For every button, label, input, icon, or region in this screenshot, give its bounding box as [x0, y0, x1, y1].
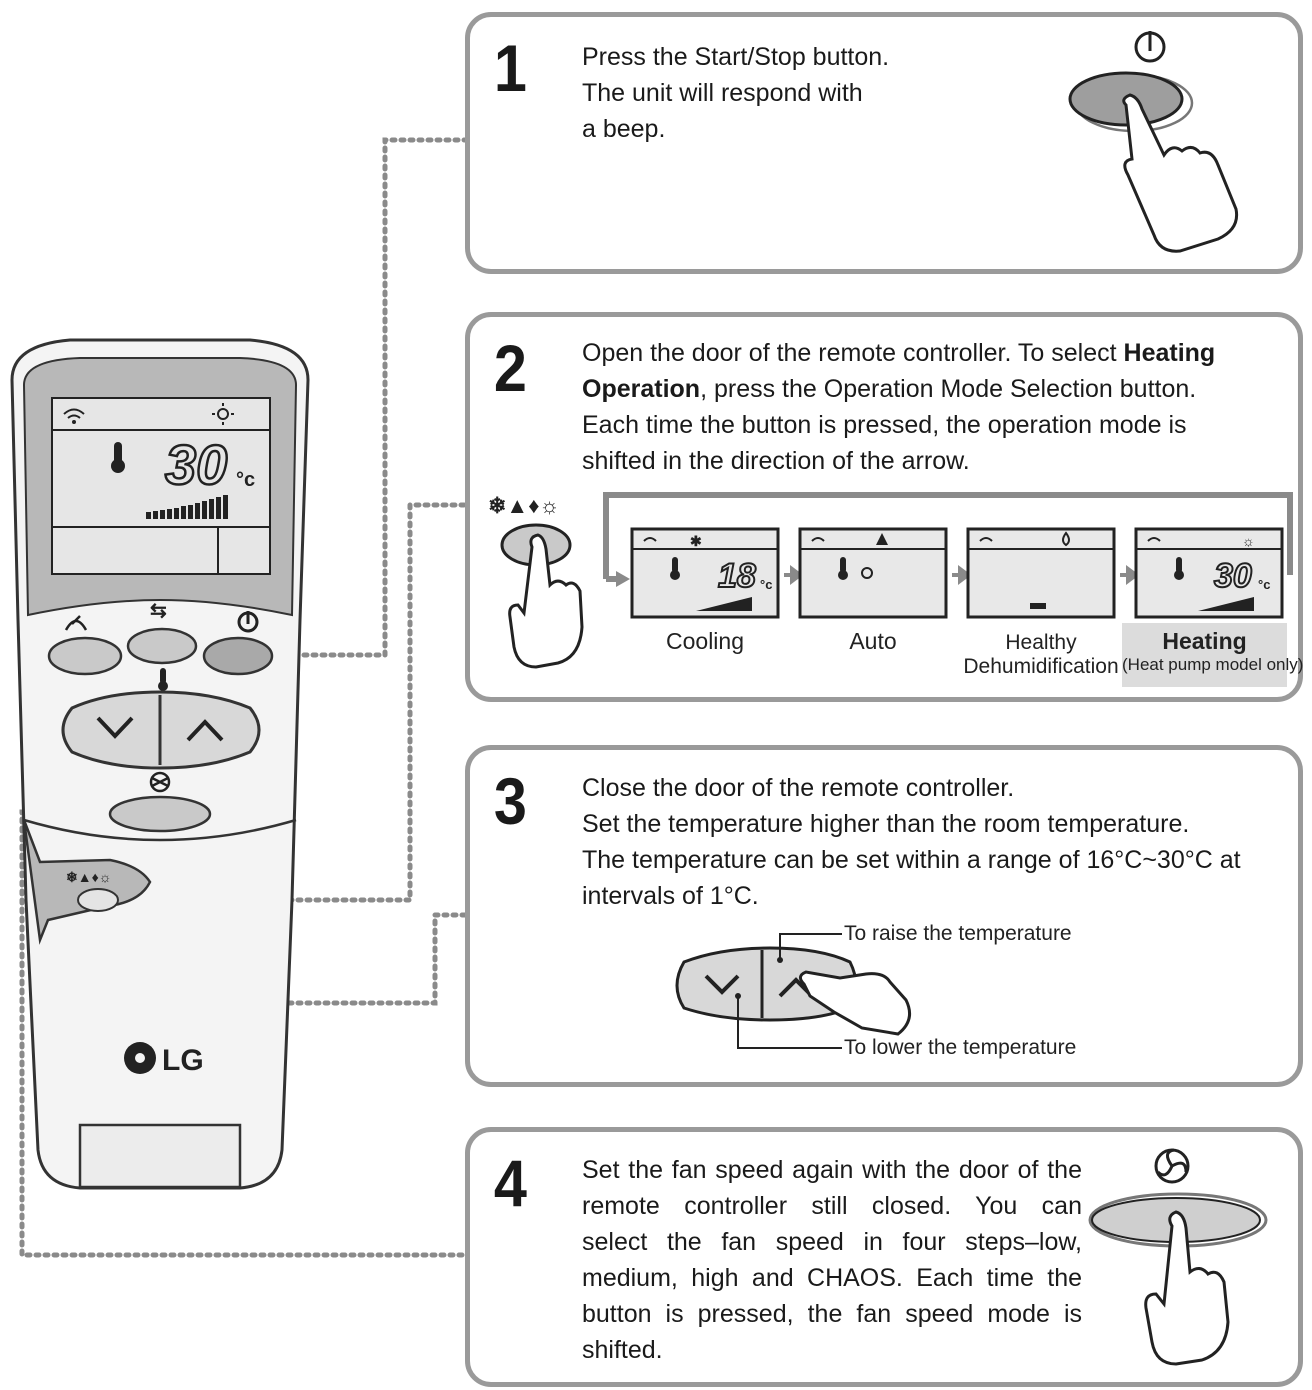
remote-top-buttons: [47, 627, 274, 676]
step-2-panel: 2 Open the door of the remote controller…: [465, 312, 1303, 702]
step-4-panel: 4 Set the fan speed again with the door …: [465, 1127, 1303, 1387]
fan-button-illustration: [1088, 1148, 1268, 1366]
raise-temperature-label: To raise the temperature: [844, 922, 1072, 945]
temp-down-arrow: [96, 716, 134, 739]
lower-temperature-label: To lower the temperature: [844, 1036, 1077, 1059]
mode-label-cooling: Cooling: [666, 628, 744, 654]
heating-highlight: [1122, 623, 1287, 687]
pressing-finger-icon: [1144, 1210, 1230, 1366]
mode-label-auto: Auto: [849, 628, 897, 654]
step-4-number: 4: [493, 1146, 527, 1220]
step-1-number: 1: [493, 31, 527, 105]
jet-icon: ⇆: [150, 600, 167, 622]
thermometer-small-icon: [158, 668, 168, 691]
display-unit: °c: [236, 469, 255, 491]
lcd-cooling: ✱ 18 °c: [630, 527, 780, 619]
fan-level-bars: [146, 495, 228, 519]
cooling-temp: 18: [718, 557, 756, 595]
auto-icon: [876, 533, 888, 545]
temp-down-arrow: [704, 974, 740, 995]
mode-label-heating: Heating (Heat pump model only): [1122, 628, 1304, 674]
snowflake-icon: ✱: [690, 533, 702, 549]
mode-button: [77, 888, 119, 912]
step-4-text: Set the fan speed again with the door of…: [582, 1156, 1082, 1364]
swing-button: [47, 636, 123, 676]
display-temperature: 30: [165, 433, 227, 496]
lg-logo: LG: [124, 1042, 204, 1077]
lcd-heating: ☼ 30 °c: [1134, 527, 1284, 619]
step-1-text: Press the Start/Stop button. The unit wi…: [582, 43, 890, 143]
temperature-buttons-illustration: [675, 933, 912, 1049]
sun-icon: ☼: [1242, 533, 1255, 549]
heating-temp: 30: [1214, 557, 1252, 595]
step-3-panel: 3 Close the door of the remote controlle…: [465, 745, 1303, 1087]
mode-sequence-diagram: ❄▲♦☼ ✱ 18 °c: [488, 492, 1293, 669]
door-mode-icons: ❄▲♦☼: [66, 869, 112, 885]
remote-controller: 30 °c ⇆ ❄▲♦☼ LG: [10, 338, 310, 1190]
step-1-panel: 1 Press the Start/Stop button. The unit …: [465, 12, 1303, 274]
jet-button: [126, 627, 198, 665]
mode-icons: ❄▲♦☼: [488, 493, 560, 518]
power-icon: [237, 611, 259, 633]
sun-icon: [212, 403, 234, 425]
lcd-auto: [798, 527, 948, 619]
fan-icon: [149, 771, 171, 793]
auto-face-icon: [861, 567, 873, 579]
fan-icon: [1154, 1148, 1190, 1184]
step-3-text: Close the door of the remote controller.…: [582, 774, 1241, 910]
connector-step1: [247, 137, 468, 658]
battery-slot: [78, 1123, 242, 1189]
temp-up-arrow: [186, 719, 224, 742]
brand-label: LG: [162, 1044, 204, 1077]
pressing-finger-icon: [799, 970, 912, 1036]
swing-icon: [64, 615, 88, 631]
step-2-number: 2: [493, 331, 527, 405]
drop-icon: [1062, 531, 1070, 547]
press-power-illustration: [1068, 31, 1239, 253]
lcd-screen: [51, 397, 271, 575]
start-stop-button: [202, 636, 274, 676]
power-icon: [1134, 31, 1166, 63]
step-2-text: Open the door of the remote controller. …: [582, 339, 1216, 475]
thermometer-icon: [111, 442, 125, 473]
pressing-finger-icon: [1122, 93, 1239, 253]
step-3-number: 3: [493, 764, 527, 838]
lcd-dehumidification: [966, 527, 1116, 619]
signal-icon: [63, 408, 85, 419]
svg-text:°c: °c: [760, 577, 772, 592]
svg-text:°c: °c: [1258, 577, 1270, 592]
pressing-finger-icon: [508, 533, 584, 669]
fan-speed-button: [108, 795, 212, 833]
mode-label-dehumidification: Healthy Dehumidification: [963, 631, 1119, 678]
